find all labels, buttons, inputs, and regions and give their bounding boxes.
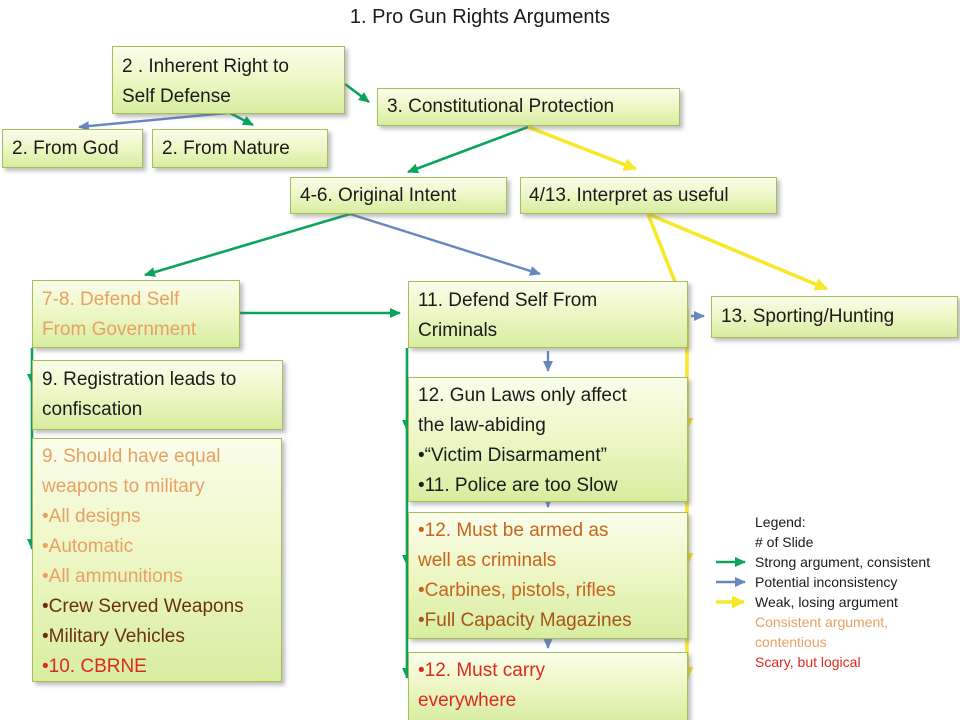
box-inherent-right-self-defense: 2 . Inherent Right to Self Defense bbox=[112, 46, 345, 114]
box-line: •All designs bbox=[42, 506, 141, 527]
box-line: 3. Constitutional Protection bbox=[387, 96, 615, 117]
box-line: confiscation bbox=[42, 399, 143, 420]
box-from-nature: 2. From Nature bbox=[152, 129, 328, 168]
box-line: weapons to military bbox=[42, 476, 205, 497]
box-equal-weapons-to-military: 9. Should have equal weapons to military… bbox=[32, 438, 282, 682]
box-line: 13. Sporting/Hunting bbox=[721, 306, 895, 327]
legend-title: Legend: bbox=[755, 514, 806, 530]
box-line: •Carbines, pistols, rifles bbox=[418, 580, 616, 601]
box-line: 9. Should have equal bbox=[42, 446, 221, 467]
arrow-inherent-to-constitutional bbox=[344, 82, 370, 104]
box-line: 7-8. Defend Self bbox=[42, 289, 180, 310]
box-must-be-armed: •12. Must be armed as well as criminals … bbox=[408, 512, 688, 639]
box-interpret-as-useful: 4/13. Interpret as useful bbox=[520, 177, 777, 214]
box-line: •All ammunitions bbox=[42, 566, 183, 587]
box-line: the law-abiding bbox=[418, 415, 546, 436]
box-line: Criminals bbox=[418, 320, 498, 341]
legend-entry-weak: Weak, losing argument bbox=[755, 594, 898, 610]
box-from-god: 2. From God bbox=[2, 129, 143, 168]
box-line: 2 . Inherent Right to bbox=[122, 56, 289, 77]
box-line: •Military Vehicles bbox=[42, 626, 185, 647]
box-line: 12. Gun Laws only affect bbox=[418, 385, 627, 406]
legend-entry-contentious-1: Consistent argument, bbox=[755, 614, 889, 630]
legend: Legend: # of Slide Strong argument, cons… bbox=[755, 512, 955, 672]
box-must-carry-everywhere: •12. Must carry everywhere bbox=[408, 652, 688, 720]
box-line: From Government bbox=[42, 319, 197, 340]
arrow-constitutional-to-interpret bbox=[527, 125, 637, 171]
box-defend-self-from-criminals: 11. Defend Self From Criminals bbox=[408, 281, 688, 348]
box-original-intent: 4-6. Original Intent bbox=[290, 177, 507, 214]
box-line: well as criminals bbox=[418, 550, 557, 571]
arrow-original-intent-to-defend-criminals bbox=[349, 212, 541, 276]
box-line: 11. Defend Self From bbox=[418, 290, 598, 311]
box-line: •Automatic bbox=[42, 536, 134, 557]
box-constitutional-protection: 3. Constitutional Protection bbox=[377, 88, 680, 126]
box-line: •Full Capacity Magazines bbox=[418, 610, 632, 631]
legend-entry-strong: Strong argument, consistent bbox=[755, 554, 931, 570]
box-line: •12. Must carry bbox=[418, 660, 546, 681]
legend-entry-inconsistency: Potential inconsistency bbox=[755, 574, 898, 590]
box-registration-confiscation: 9. Registration leads to confiscation bbox=[32, 360, 283, 430]
legend-entry-contentious-2: contentious bbox=[755, 634, 827, 650]
box-defend-self-from-government: 7-8. Defend Self From Government bbox=[32, 280, 240, 348]
box-line: everywhere bbox=[418, 690, 517, 711]
arrow-constitutional-to-original-intent bbox=[407, 125, 529, 174]
box-sporting-hunting: 13. Sporting/Hunting bbox=[711, 296, 958, 338]
arrow-interpret-to-sporting bbox=[647, 212, 828, 291]
arrow-original-intent-to-defend-gov bbox=[144, 212, 351, 277]
box-line: •12. Must be armed as bbox=[418, 520, 609, 541]
box-line: Self Defense bbox=[122, 86, 231, 107]
box-line: •“Victim Disarmament” bbox=[418, 445, 607, 466]
box-gun-laws-only-affect: 12. Gun Laws only affect the law-abiding… bbox=[408, 377, 688, 502]
box-line: 4/13. Interpret as useful bbox=[529, 185, 729, 206]
slide-title: 1. Pro Gun Rights Arguments bbox=[349, 6, 611, 28]
legend-subtitle: # of Slide bbox=[755, 534, 814, 550]
legend-entry-scary: Scary, but logical bbox=[755, 654, 861, 670]
box-line: •11. Police are too Slow bbox=[418, 475, 618, 496]
box-line: 2. From Nature bbox=[162, 138, 290, 159]
box-line: 9. Registration leads to bbox=[42, 369, 237, 390]
box-line: 2. From God bbox=[12, 138, 119, 159]
box-line: 4-6. Original Intent bbox=[300, 185, 457, 206]
box-line: •10. CBRNE bbox=[42, 656, 147, 677]
box-line: •Crew Served Weapons bbox=[42, 596, 244, 617]
